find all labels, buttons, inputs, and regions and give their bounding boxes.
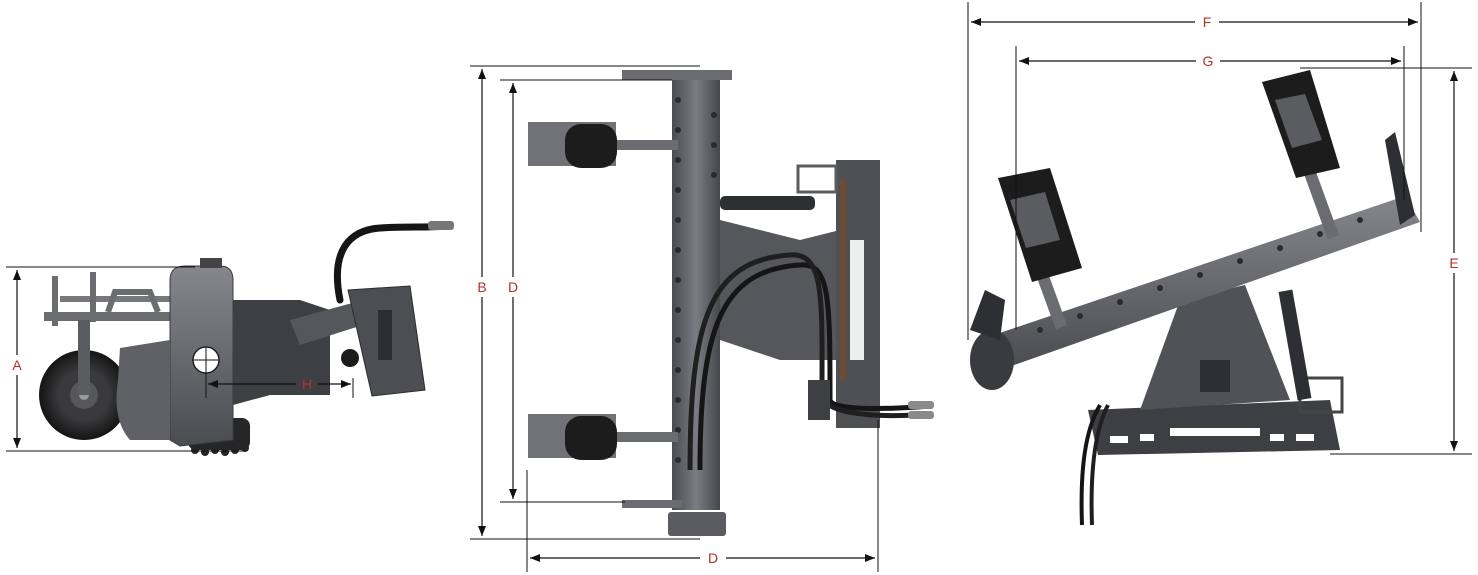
caster-arm-lower [610,432,678,442]
frame-rail [44,312,184,321]
dimension-label-d-vertical: D [508,279,518,295]
handle-top [200,258,222,268]
dimension-label-f: F [1203,14,1212,30]
caster-bracket-left [1010,192,1060,248]
caster-arm-upper [610,140,678,150]
base-frame [1088,400,1340,455]
boom-end-cap [970,330,1014,390]
angled-view: F G E [967,2,1472,526]
hose-coupler [908,411,934,419]
pedestal-motor [1200,360,1230,392]
caster-fork [78,320,90,395]
hydraulic-hose [1089,404,1110,526]
hydraulic-hose [687,252,931,471]
caster-bracket-right [1275,94,1322,148]
dimension-label-d-horizontal: D [708,550,718,566]
main-tube [672,76,720,510]
deflector-left [970,290,1005,340]
front-shroud [116,340,170,440]
dimension-label-g: G [1203,53,1214,69]
hitch-slot [850,240,864,360]
hitch-cage [796,164,838,194]
frame-post [90,272,96,322]
frame-handle [105,289,161,314]
frame-rail-upper [60,296,180,302]
deflector-right [1385,132,1415,225]
hose-coupler [428,221,454,230]
bottom-cap [668,512,726,536]
pedestal [1140,285,1290,410]
hydraulic-hose [697,262,931,471]
boom-bolts [1037,217,1363,333]
dimension-label-a: A [12,357,22,373]
hitch-foot [808,380,830,420]
hydraulic-hose [1079,403,1102,526]
tube-bolts [675,97,717,463]
top-view: B D D [470,65,934,572]
cylinder [720,196,815,210]
top-bracket [622,70,732,80]
dimension-label-e: E [1449,255,1458,271]
caster-tire-lower [565,416,617,460]
motor-knob [341,349,359,367]
hitch-slot [378,310,392,360]
frame-post [52,276,58,326]
boom-tube [985,196,1420,370]
hitch-arm [720,220,840,360]
dimension-label-b: B [477,279,486,295]
bottom-bracket [622,500,682,508]
dimension-label-h: H [302,376,312,392]
hydraulic-hose [333,222,449,304]
base-slots [1110,428,1314,443]
caster-tire-upper [565,124,617,168]
hose-coupler [908,401,934,409]
cylinder [1278,289,1312,401]
hitch-rust [840,180,846,380]
side-view: A H [6,221,454,456]
